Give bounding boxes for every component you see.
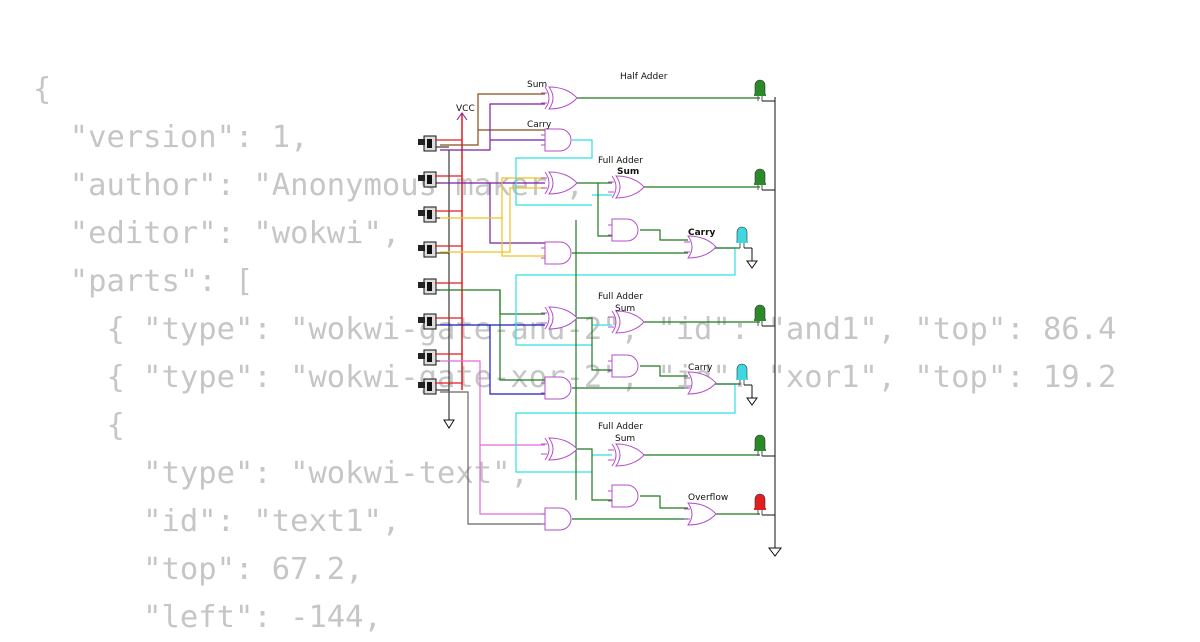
half-adder-carry-label: Carry — [527, 120, 552, 130]
slide-switch — [418, 135, 449, 152]
and-gate — [608, 354, 639, 378]
or-gate — [684, 235, 717, 259]
xor-gate — [608, 443, 645, 467]
and-gate — [541, 241, 572, 265]
and-gate — [541, 507, 572, 531]
code-line: "version": 1, — [33, 120, 309, 155]
output-leds — [736, 79, 775, 516]
slide-switch — [418, 206, 449, 223]
xor-gate — [608, 310, 645, 334]
slide-switch — [418, 313, 449, 330]
full-adder-1-sum-label: Sum — [617, 167, 639, 177]
code-line: "id": "text1", — [33, 504, 401, 539]
ground-icon — [746, 260, 758, 269]
xor-gate — [541, 437, 578, 461]
slide-switch — [418, 171, 449, 188]
led-indicator — [736, 226, 758, 269]
vcc-label: VCC — [456, 104, 475, 114]
ground-icon — [768, 547, 782, 557]
ground-icon — [746, 397, 758, 406]
led-indicator — [754, 168, 775, 191]
code-line: "author": "Anonymous maker", — [33, 168, 584, 203]
led-indicator — [754, 493, 775, 516]
circuit-labels: Half Adder Sum Carry Full Adder Sum Carr… — [527, 72, 728, 503]
slide-switch — [418, 378, 449, 395]
half-adder-title: Half Adder — [620, 72, 668, 82]
wires — [435, 93, 760, 525]
code-line: "top": 67.2, — [33, 552, 364, 587]
full-adder-1-title: Full Adder — [598, 156, 643, 166]
slide-switch — [418, 278, 449, 295]
and-gate — [608, 218, 639, 242]
full-adder-1-carry-label: Carry — [688, 228, 716, 238]
code-line: "editor": "wokwi", — [33, 216, 401, 251]
xor-gate — [541, 86, 578, 110]
code-line: "type": "wokwi-text", — [33, 456, 529, 491]
code-line: { "type": "wokwi-gate-and-2", "id": "and… — [33, 312, 1117, 347]
overflow-label: Overflow — [688, 493, 728, 503]
ground-icon — [443, 419, 455, 429]
code-line: { — [33, 408, 125, 443]
and-gate — [541, 376, 572, 400]
vcc-symbol: VCC — [456, 104, 475, 390]
full-adder-2-sum-label: Sum — [615, 304, 635, 314]
input-switches — [418, 135, 449, 395]
code-line: "left": -144, — [33, 600, 382, 635]
full-adder-2-title: Full Adder — [598, 292, 643, 302]
logic-gates — [541, 86, 717, 531]
code-line: "parts": [ — [33, 264, 254, 299]
or-gate — [684, 502, 717, 526]
xor-gate — [541, 306, 578, 330]
led-indicator — [754, 434, 775, 457]
xor-gate — [541, 171, 578, 195]
led-indicator — [754, 304, 775, 327]
background-diagram-json: { "version": 1, "author": "Anonymous mak… — [33, 66, 1116, 642]
ground-rail — [443, 97, 782, 557]
full-adder-2-carry-label: Carry — [688, 363, 713, 373]
full-adder-3-title: Full Adder — [598, 422, 643, 432]
xor-gate — [608, 175, 645, 199]
led-indicator — [754, 79, 775, 102]
led-indicator — [736, 363, 758, 406]
full-adder-3-sum-label: Sum — [615, 434, 635, 444]
code-line: { — [33, 72, 52, 107]
and-gate — [608, 484, 639, 508]
or-gate — [684, 371, 717, 395]
and-gate — [541, 128, 572, 152]
slide-switch — [418, 349, 449, 366]
slide-switch — [418, 241, 449, 258]
half-adder-sum-label: Sum — [527, 80, 547, 90]
